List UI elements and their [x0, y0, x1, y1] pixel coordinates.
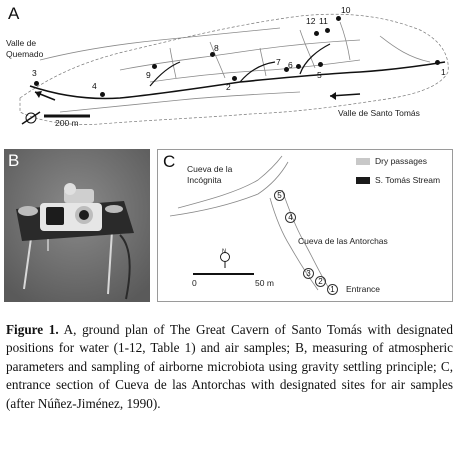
label-valle-de-santo-tomas: Valle de Santo Tomás [338, 108, 420, 118]
sample-point-label: 3 [32, 68, 37, 78]
sample-point-marker [152, 64, 157, 69]
sample-point-marker [435, 60, 440, 65]
equipment-photo-illustration [4, 149, 150, 302]
legend-item-dry-passages: Dry passages [356, 156, 440, 166]
scale-bar-label: 200 m [55, 118, 79, 128]
air-site-marker: 1 [327, 284, 338, 295]
sample-point-marker [336, 16, 341, 21]
figure-caption: Figure 1. A, ground plan of The Great Ca… [6, 321, 453, 413]
scale-start-label: 0 [192, 278, 197, 288]
legend: Dry passages S. Tomás Stream [356, 156, 440, 185]
sample-point-marker [232, 76, 237, 81]
air-site-marker: 4 [285, 212, 296, 223]
label-entrance: Entrance [346, 284, 381, 294]
sample-point-marker [325, 28, 330, 33]
panel-c-letter: C [163, 152, 176, 171]
sample-point-marker [318, 62, 323, 67]
label-valle-de-quemado: Valle de Quemado [6, 38, 44, 59]
panel-c-entrance-section: C Cueva de la Incógnita Cueva de las Ant… [157, 149, 453, 302]
legend-swatch [356, 177, 370, 185]
sample-point-marker [314, 31, 319, 36]
panel-a-ground-plan: A Valle de Quemado [0, 0, 457, 145]
legend-item-stream: S. Tomás Stream [356, 175, 440, 185]
sample-point-label: 4 [92, 81, 97, 91]
air-site-marker: 2 [315, 276, 326, 287]
cave-map-drawing [19, 13, 449, 125]
sample-point-label: 2 [226, 82, 231, 92]
sample-point-marker [210, 52, 215, 57]
scale-end-label: 50 m [255, 278, 274, 288]
caption-text: A, ground plan of The Great Cavern of Sa… [6, 322, 453, 411]
panel-b-letter: B [8, 151, 20, 170]
sample-point-label: 1 [441, 67, 446, 77]
label-cueva-de-la-incognita: Cueva de la Incógnita [187, 164, 233, 185]
sample-point-label: 6 [288, 60, 293, 70]
legend-label: Dry passages [375, 156, 427, 166]
sample-point-label: 10 [341, 5, 351, 15]
north-letter: N [222, 249, 227, 255]
sample-point-marker [100, 92, 105, 97]
legend-swatch [356, 158, 370, 166]
air-site-marker: 3 [303, 268, 314, 279]
sample-point-label: 11 [319, 16, 328, 26]
label-cueva-de-las-antorchas: Cueva de las Antorchas [298, 236, 388, 246]
sample-point-label: 9 [146, 70, 151, 80]
sample-point-label: 8 [214, 43, 219, 53]
sample-point-marker [34, 81, 39, 86]
sample-point-label: 12 [306, 16, 316, 26]
panel-b-photo: B [4, 149, 150, 302]
caption-lead: Figure 1. [6, 322, 59, 337]
sample-point-marker [296, 64, 301, 69]
panel-a-letter: A [8, 4, 20, 23]
legend-label: S. Tomás Stream [375, 175, 441, 185]
sample-point-label: 5 [317, 70, 322, 80]
sample-point-label: 7 [276, 57, 281, 67]
air-site-marker: 5 [274, 190, 285, 201]
sample-point-marker [284, 67, 289, 72]
